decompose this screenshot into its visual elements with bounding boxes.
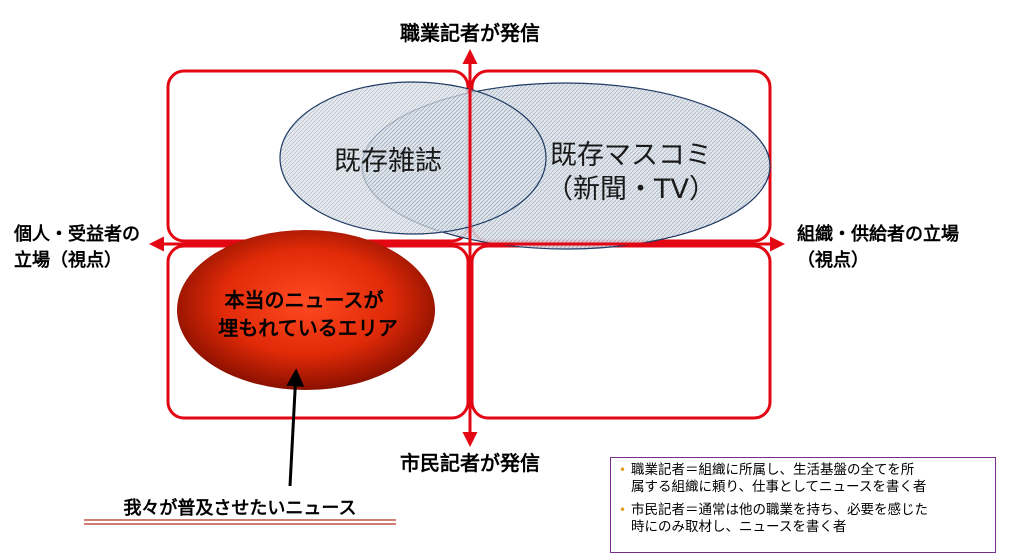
buried-news-ellipse: [177, 230, 435, 390]
magazine-label: 既存雑誌: [334, 146, 442, 177]
note-professional-line1: 職業記者＝組織に所属し、生活基盤の全てを所: [631, 462, 915, 478]
magazine-ellipse: [279, 81, 547, 235]
quadrant-bottom-right: [470, 244, 772, 420]
buried-label-2: 埋もれているエリア: [218, 316, 397, 340]
bullet-icon: •: [619, 503, 627, 517]
buried-label-1: 本当のニュースが: [225, 288, 384, 312]
note-citizen-line1: 市民記者＝通常は他の職業を持ち、必要を感じた: [631, 502, 928, 518]
note-professional-line2: 属する組織に頼り、仕事としてニュースを書く者: [631, 479, 927, 495]
axis-label-right-2: （視点）: [797, 249, 869, 271]
note-item-professional: • 職業記者＝組織に所属し、生活基盤の全てを所 属する組織に頼り、仕事としてニュ…: [619, 462, 989, 496]
bullet-icon: •: [619, 463, 627, 477]
mass-media-label-1: 既存マスコミ: [550, 140, 712, 171]
axis-label-bottom: 市民記者が発信: [400, 451, 540, 475]
axis-label-top: 職業記者が発信: [400, 21, 540, 45]
mass-media-label-2: （新聞・TV）: [546, 174, 716, 205]
note-citizen-line2: 時にのみ取材し、ニュースを書く者: [631, 519, 847, 535]
definition-note-box: • 職業記者＝組織に所属し、生活基盤の全てを所 属する組織に頼り、仕事としてニュ…: [610, 457, 996, 553]
axis-label-left-1: 個人・受益者の: [13, 223, 140, 245]
axis-label-right-1: 組織・供給者の立場: [797, 223, 959, 245]
callout-arrow: [286, 368, 305, 487]
axis-label-left-2: 立場（視点）: [14, 249, 122, 271]
note-item-citizen: • 市民記者＝通常は他の職業を持ち、必要を感じた 時にのみ取材し、ニュースを書く…: [619, 502, 989, 536]
callout-label: 我々が普及させたいニュース: [123, 497, 356, 519]
